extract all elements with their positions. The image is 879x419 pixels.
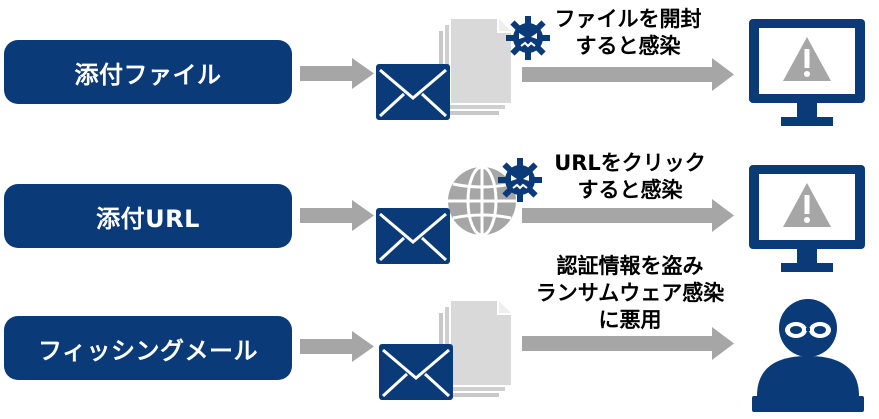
arrow-1b bbox=[522, 58, 734, 91]
caption-row2: URLをクリック すると感染 bbox=[530, 150, 730, 204]
warning-monitor-icon bbox=[749, 165, 865, 272]
caption-row2-line1: URLをクリック bbox=[554, 151, 706, 175]
caption-row1-line2: すると感染 bbox=[575, 34, 681, 58]
arrow-2a bbox=[300, 200, 374, 231]
row1-graphics bbox=[300, 15, 865, 126]
envelope-icon bbox=[377, 342, 455, 402]
caption-row3-line1: 認証情報を盗み bbox=[556, 254, 704, 278]
arrow-2b bbox=[522, 199, 734, 232]
arrow-3a bbox=[300, 331, 374, 362]
row2-graphics bbox=[300, 157, 865, 272]
arrow-1a bbox=[300, 58, 374, 89]
row3-graphics bbox=[300, 299, 864, 412]
envelope-icon bbox=[374, 206, 452, 266]
caption-row1: ファイルを開封 すると感染 bbox=[528, 6, 728, 60]
hacker-icon bbox=[752, 299, 864, 412]
caption-row2-line2: すると感染 bbox=[577, 178, 683, 202]
arrow-3b bbox=[522, 327, 734, 360]
caption-row1-line1: ファイルを開封 bbox=[554, 7, 702, 31]
label-attached-url: 添付URL bbox=[4, 184, 292, 248]
warning-monitor-icon bbox=[749, 19, 865, 126]
caption-row3-line3: に悪用 bbox=[598, 308, 662, 332]
label-phishing-mail: フィッシングメール bbox=[4, 316, 292, 380]
caption-row3-line2: ランサムウェア感染 bbox=[535, 281, 725, 305]
caption-row3: 認証情報を盗み ランサムウェア感染 に悪用 bbox=[510, 253, 750, 334]
envelope-icon bbox=[374, 62, 452, 122]
label-attached-file: 添付ファイル bbox=[4, 40, 292, 104]
